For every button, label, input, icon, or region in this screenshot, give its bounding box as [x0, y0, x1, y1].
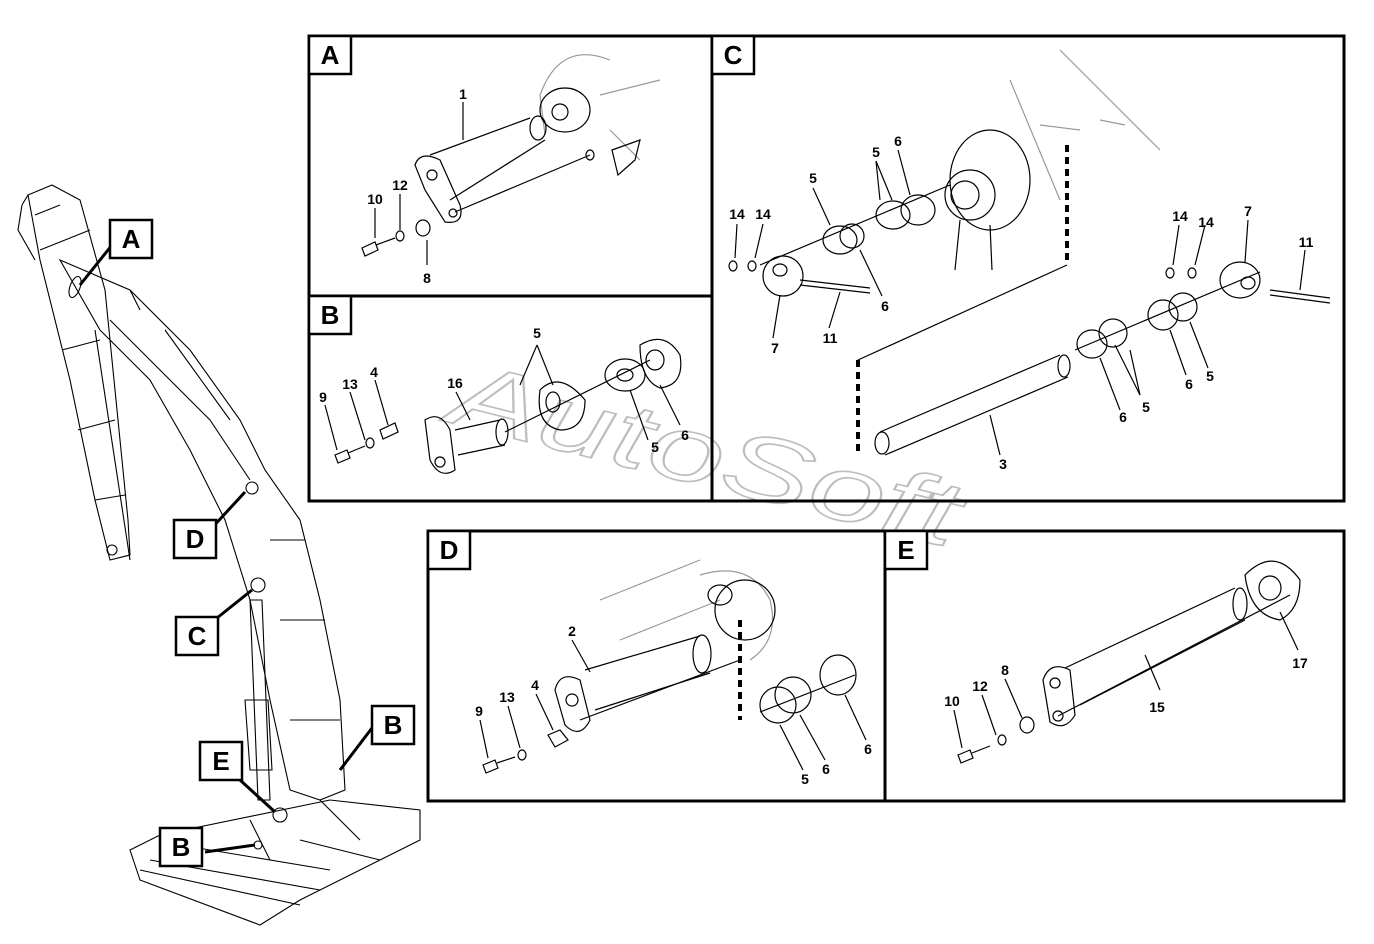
callout-c-11b: 11 [1299, 234, 1314, 250]
overview-labels: A D C B E B [108, 218, 416, 868]
panel-c-callouts: 14 14 5 5 6 6 7 11 14 14 7 11 3 6 5 6 5 [729, 133, 1313, 472]
panel-c-leaders [734, 149, 1306, 456]
callout-c-6a: 6 [894, 133, 902, 149]
callout-c-14b: 14 [755, 206, 771, 222]
panel-a-drawing [361, 54, 661, 257]
callout-b-4: 4 [370, 364, 378, 380]
callout-c-6b: 6 [881, 298, 889, 314]
panel-b-letter: B [321, 300, 340, 330]
callout-e-12: 12 [972, 678, 988, 694]
callout-d-13: 13 [499, 689, 515, 705]
callout-c-5c: 5 [1142, 399, 1150, 415]
panel-c-drawing [728, 49, 1331, 456]
callout-c-7b: 7 [1244, 203, 1252, 219]
panel-e-drawing [957, 560, 1301, 764]
panel-d-drawing [482, 559, 857, 774]
panel-b-callouts: 9 13 4 16 5 5 6 [319, 325, 689, 455]
callout-b-9: 9 [319, 389, 327, 405]
callout-c-7a: 7 [771, 340, 779, 356]
callout-c-3: 3 [999, 456, 1007, 472]
callout-e-17: 17 [1292, 655, 1308, 671]
callout-c-11a: 11 [823, 330, 838, 346]
overview-label-a: A [122, 224, 141, 254]
panel-letters: A B C D E [307, 34, 929, 571]
panel-a-leaders [374, 102, 464, 265]
callout-a-10: 10 [367, 191, 383, 207]
callout-e-8: 8 [1001, 662, 1009, 678]
callout-b-13: 13 [342, 376, 358, 392]
callout-c-14d: 14 [1198, 214, 1214, 230]
panel-frames [307, 34, 1346, 803]
callout-e-15: 15 [1149, 699, 1165, 715]
callout-c-5a: 5 [809, 170, 817, 186]
callout-b-6: 6 [681, 427, 689, 443]
callout-a-8: 8 [423, 270, 431, 286]
overview-label-e: E [212, 746, 229, 776]
callout-d-9: 9 [475, 703, 483, 719]
callout-c-6d: 6 [1185, 376, 1193, 392]
panel-b-drawing [334, 338, 682, 474]
callout-a-1: 1 [459, 86, 467, 102]
panel-e-leaders [953, 611, 1299, 749]
panel-c-letter: C [724, 40, 743, 70]
panel-d-leaders [479, 639, 867, 771]
callout-c-6c: 6 [1119, 409, 1127, 425]
callout-d-6b: 6 [864, 741, 872, 757]
overview-label-b-lower: B [172, 832, 191, 862]
callout-a-12: 12 [392, 177, 408, 193]
callout-d-4: 4 [531, 677, 539, 693]
panel-a-callouts: 1 10 12 8 [367, 86, 467, 286]
panel-e-letter: E [897, 535, 914, 565]
callout-b-5b: 5 [651, 439, 659, 455]
callout-d-2: 2 [568, 623, 576, 639]
panel-c-frame [710, 34, 1346, 503]
callout-c-5b: 5 [872, 144, 880, 160]
callout-b-5a: 5 [533, 325, 541, 341]
callout-c-5d: 5 [1206, 368, 1214, 384]
callout-d-5: 5 [801, 771, 809, 787]
panel-d-frame [426, 529, 887, 803]
panel-a-letter: A [321, 40, 340, 70]
panel-d-callouts: 2 9 13 4 5 6 6 [475, 623, 872, 787]
panel-b-leaders [324, 344, 681, 451]
callout-c-14a: 14 [729, 206, 745, 222]
panel-a-frame [307, 34, 714, 298]
panel-e-frame [883, 529, 1346, 803]
panel-d-letter: D [440, 535, 459, 565]
panel-e-callouts: 10 12 8 15 17 [944, 655, 1308, 715]
callout-c-14c: 14 [1172, 208, 1188, 224]
overview-label-d: D [186, 524, 205, 554]
callout-e-10: 10 [944, 693, 960, 709]
excavator-overview [17, 184, 421, 926]
overview-label-b-upper: B [384, 710, 403, 740]
callout-d-6a: 6 [822, 761, 830, 777]
overview-label-c: C [188, 621, 207, 651]
callout-b-16: 16 [447, 375, 463, 391]
